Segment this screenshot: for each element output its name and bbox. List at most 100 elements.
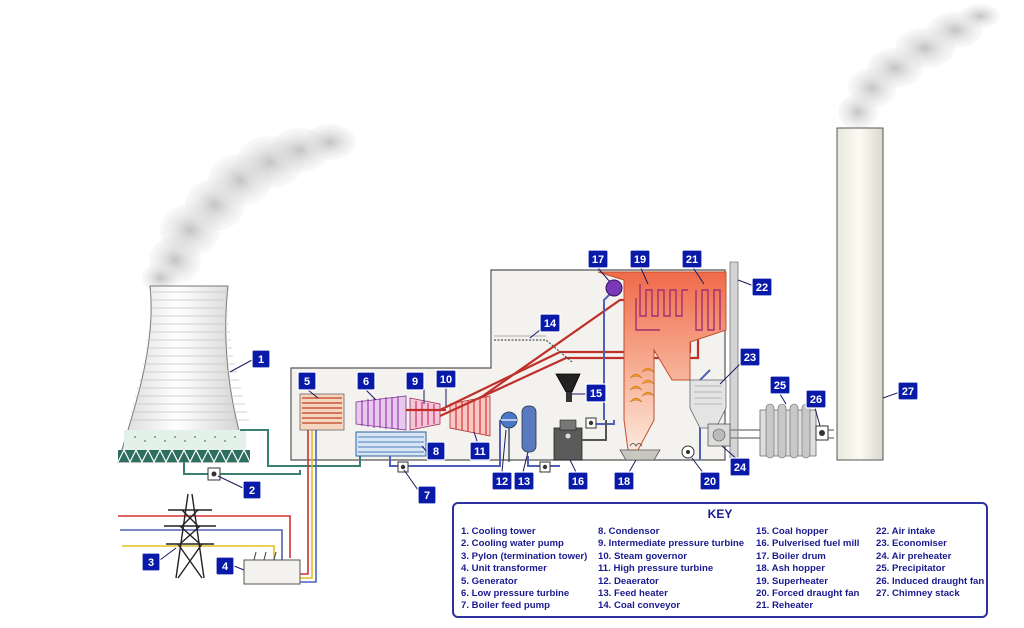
label-16: 16 xyxy=(567,471,589,491)
cooling-tower-smoke xyxy=(142,124,356,292)
svg-text:11: 11 xyxy=(474,446,486,458)
feed-pump-small xyxy=(539,461,551,473)
unit-transformer xyxy=(243,551,301,585)
key-column-1: 1. Cooling tower 2. Cooling water pump 3… xyxy=(461,526,587,613)
cooling-water-pipes xyxy=(183,429,361,475)
key-item: 17. Boiler drum xyxy=(756,550,826,562)
label-3: 3 xyxy=(141,552,161,572)
leader-lines xyxy=(159,265,901,571)
key-item: 4. Unit transformer xyxy=(461,563,547,575)
svg-text:26: 26 xyxy=(810,394,822,406)
key-item: 12. Deaerator xyxy=(598,575,659,587)
key-item: 15. Coal hopper xyxy=(756,526,828,537)
key-item: 3. Pylon (termination tower) xyxy=(461,550,588,562)
label-21: 21 xyxy=(681,249,703,269)
key-column-2: 8. Condensor 9. Intermediate pressure tu… xyxy=(598,526,744,613)
label-4: 4 xyxy=(215,556,235,576)
condensor xyxy=(355,431,427,457)
reheater xyxy=(695,289,721,331)
svg-text:14: 14 xyxy=(544,318,557,330)
key-item: 1. Cooling tower xyxy=(461,526,536,537)
svg-text:7: 7 xyxy=(424,490,430,502)
label-14: 14 xyxy=(539,313,561,333)
key-item: 19. Superheater xyxy=(756,575,828,587)
key-item: 26. Induced draught fan xyxy=(876,575,985,587)
feed-heater xyxy=(521,405,537,453)
forced-draught-fan xyxy=(681,445,695,459)
svg-text:22: 22 xyxy=(756,282,768,294)
cooling-water-pump xyxy=(207,467,221,481)
low-pressure-turbine xyxy=(355,395,407,431)
label-13: 13 xyxy=(513,471,535,491)
svg-text:19: 19 xyxy=(634,254,646,266)
label-9: 9 xyxy=(405,371,425,391)
key-item: 23. Economiser xyxy=(876,538,947,550)
label-19: 19 xyxy=(629,249,651,269)
label-11: 11 xyxy=(469,441,491,461)
svg-text:27: 27 xyxy=(902,386,914,398)
mill-fan xyxy=(585,417,597,429)
key-legend: KEY 1. Cooling tower 2. Cooling water pu… xyxy=(452,502,988,618)
svg-text:23: 23 xyxy=(744,352,756,364)
key-item: 14. Coal conveyor xyxy=(598,600,681,612)
svg-text:16: 16 xyxy=(572,476,584,488)
key-item: 7. Boiler feed pump xyxy=(461,600,551,612)
key-item: 25. Precipitator xyxy=(876,563,946,575)
pylon xyxy=(164,493,216,579)
boiler-drum xyxy=(605,279,623,297)
deaerator xyxy=(500,411,518,462)
label-7: 7 xyxy=(417,485,437,505)
svg-text:1: 1 xyxy=(258,354,264,366)
svg-text:5: 5 xyxy=(304,376,310,388)
coal-hopper xyxy=(555,373,581,402)
svg-text:13: 13 xyxy=(518,476,530,488)
key-column-4: 22. Air intake 23. Economiser 24. Air pr… xyxy=(876,526,984,600)
key-item: 8. Condensor xyxy=(598,526,660,537)
generator xyxy=(299,393,345,431)
svg-text:6: 6 xyxy=(363,376,369,388)
key-item: 27. Chimney stack xyxy=(876,588,960,600)
number-badges: 1 2 3 4 5 6 7 8 9 10 11 12 13 14 15 16 1… xyxy=(141,249,919,576)
svg-text:24: 24 xyxy=(734,462,747,474)
chimney-smoke xyxy=(838,4,1000,130)
key-item: 11. High pressure turbine xyxy=(598,563,714,575)
key-item: 5. Generator xyxy=(461,575,518,587)
economiser xyxy=(689,379,727,429)
ash-hopper xyxy=(619,443,661,461)
svg-text:3: 3 xyxy=(148,557,154,569)
induced-draught-fan xyxy=(815,425,829,441)
key-item: 18. Ash hopper xyxy=(756,563,825,575)
pulverised-fuel-mill xyxy=(553,419,607,461)
svg-text:17: 17 xyxy=(592,254,604,266)
key-item: 10. Steam governor xyxy=(598,550,688,562)
key-column-3: 15. Coal hopper 16. Pulverised fuel mill… xyxy=(756,526,859,613)
label-12: 12 xyxy=(491,471,513,491)
boiler-furnace xyxy=(597,271,727,451)
coal-conveyor xyxy=(494,335,573,363)
key-item: 21. Reheater xyxy=(756,600,814,612)
key-item: 6. Low pressure turbine xyxy=(461,588,570,600)
label-23: 23 xyxy=(739,347,761,367)
cooling-tower xyxy=(117,285,251,464)
precipitator xyxy=(759,403,817,459)
label-20: 20 xyxy=(699,471,721,491)
label-6: 6 xyxy=(356,371,376,391)
svg-text:12: 12 xyxy=(496,476,508,488)
intermediate-pressure-turbine xyxy=(409,397,441,431)
label-22: 22 xyxy=(751,277,773,297)
air-preheater xyxy=(707,423,731,447)
svg-text:8: 8 xyxy=(433,446,439,458)
key-item: 16. Pulverised fuel mill xyxy=(756,538,860,550)
svg-text:18: 18 xyxy=(618,476,630,488)
label-24: 24 xyxy=(729,457,751,477)
label-2: 2 xyxy=(242,480,262,500)
key-item: 20. Forced draught fan xyxy=(756,588,860,600)
boiler-feed-pump xyxy=(397,461,409,473)
label-26: 26 xyxy=(805,389,827,409)
superheater xyxy=(635,284,688,331)
electrical-lines xyxy=(118,424,317,583)
key-item: 24. Air preheater xyxy=(876,550,952,562)
label-18: 18 xyxy=(613,471,635,491)
key-title: KEY xyxy=(707,507,733,521)
